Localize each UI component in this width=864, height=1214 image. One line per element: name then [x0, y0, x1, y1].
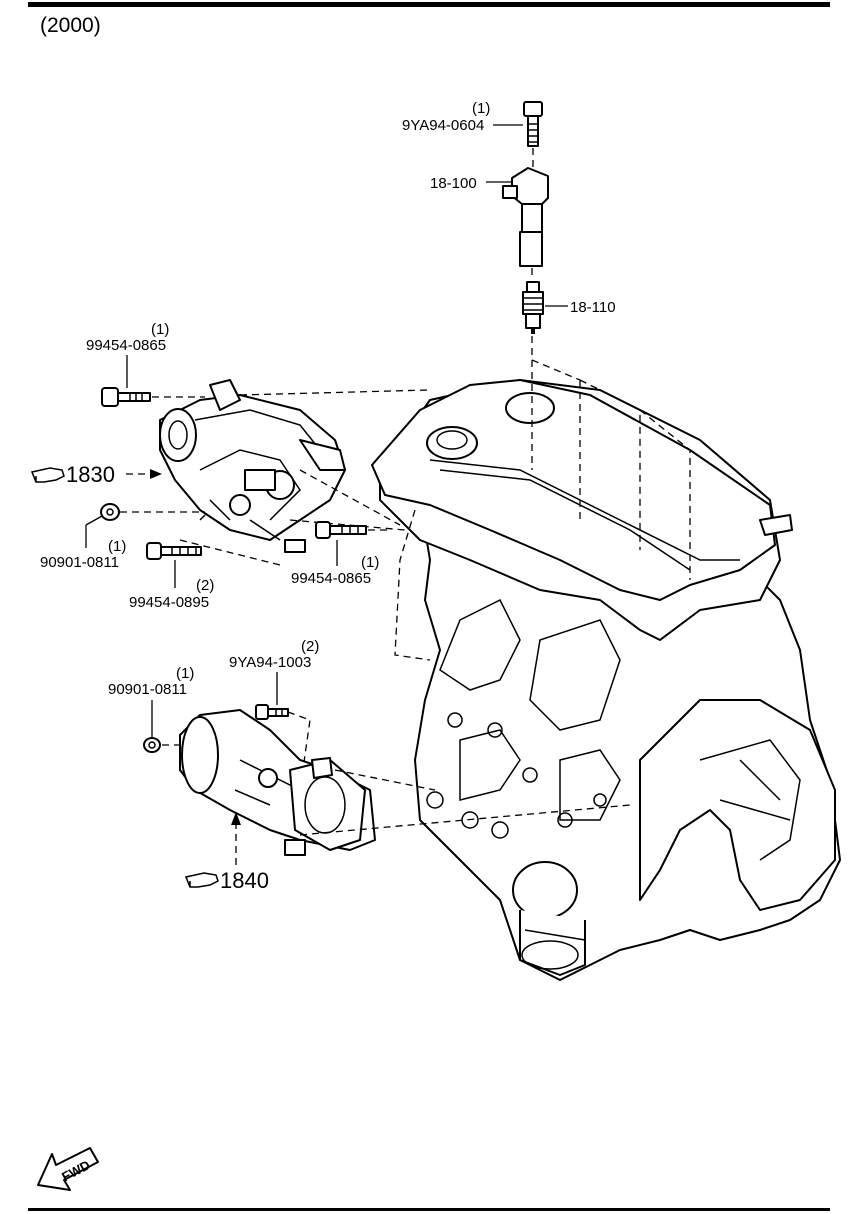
starter-ref: 1840 [184, 812, 269, 893]
spark-plug [522, 281, 544, 334]
ignition-coil [502, 167, 549, 267]
alternator-bolt-right-part-no: 99454-0865 [291, 570, 371, 587]
starter-motor [179, 709, 376, 856]
alternator-ref: 1830 [30, 462, 162, 487]
starter-nut-qty: (1) [176, 665, 194, 682]
pointing-hand-icon [30, 467, 65, 483]
starter-ref-number: 1840 [220, 868, 269, 893]
top-rule [28, 2, 830, 7]
fwd-indicator: FWD [37, 1147, 99, 1191]
alternator-bolt-long-part-no: 99454-0895 [129, 594, 209, 611]
engine-block [371, 379, 841, 981]
alternator [159, 379, 346, 553]
ignition-coil-part-no: 18-100 [430, 175, 477, 192]
alternator-bolt-right [315, 521, 367, 539]
fwd-arrow-icon [37, 1147, 99, 1191]
starter-bolt-part-no: 9YA94-1003 [229, 654, 311, 671]
starter-nut-part-no: 90901-0811 [108, 681, 187, 698]
alternator-nut-qty: (1) [108, 538, 126, 555]
alternator-bolt-top-part-no: 99454-0865 [86, 337, 166, 354]
alternator-bolt-top-qty: (1) [151, 321, 169, 338]
alternator-bolt-long-qty: (2) [196, 577, 214, 594]
bottom-rule [28, 1208, 830, 1211]
alternator-nut [100, 503, 120, 521]
bolt-coil-part-no: 9YA94-0604 [402, 117, 484, 134]
starter-bolt-qty: (2) [301, 638, 319, 655]
alternator-nut-part-no: 90901-0811 [40, 554, 119, 571]
year-label: (2000) [40, 14, 101, 37]
bolt-coil-qty: (1) [472, 100, 490, 117]
starter-bolt [255, 704, 289, 720]
spark-plug-part-no: 18-110 [570, 299, 616, 316]
pointing-hand-icon [184, 872, 219, 888]
ignition-coil-bolt [523, 101, 543, 147]
alternator-bolt-long [146, 542, 202, 560]
alternator-bolt-top [101, 387, 151, 407]
alternator-ref-number: 1830 [66, 462, 115, 487]
starter-nut [143, 737, 161, 753]
alternator-bolt-right-qty: (1) [361, 554, 379, 571]
